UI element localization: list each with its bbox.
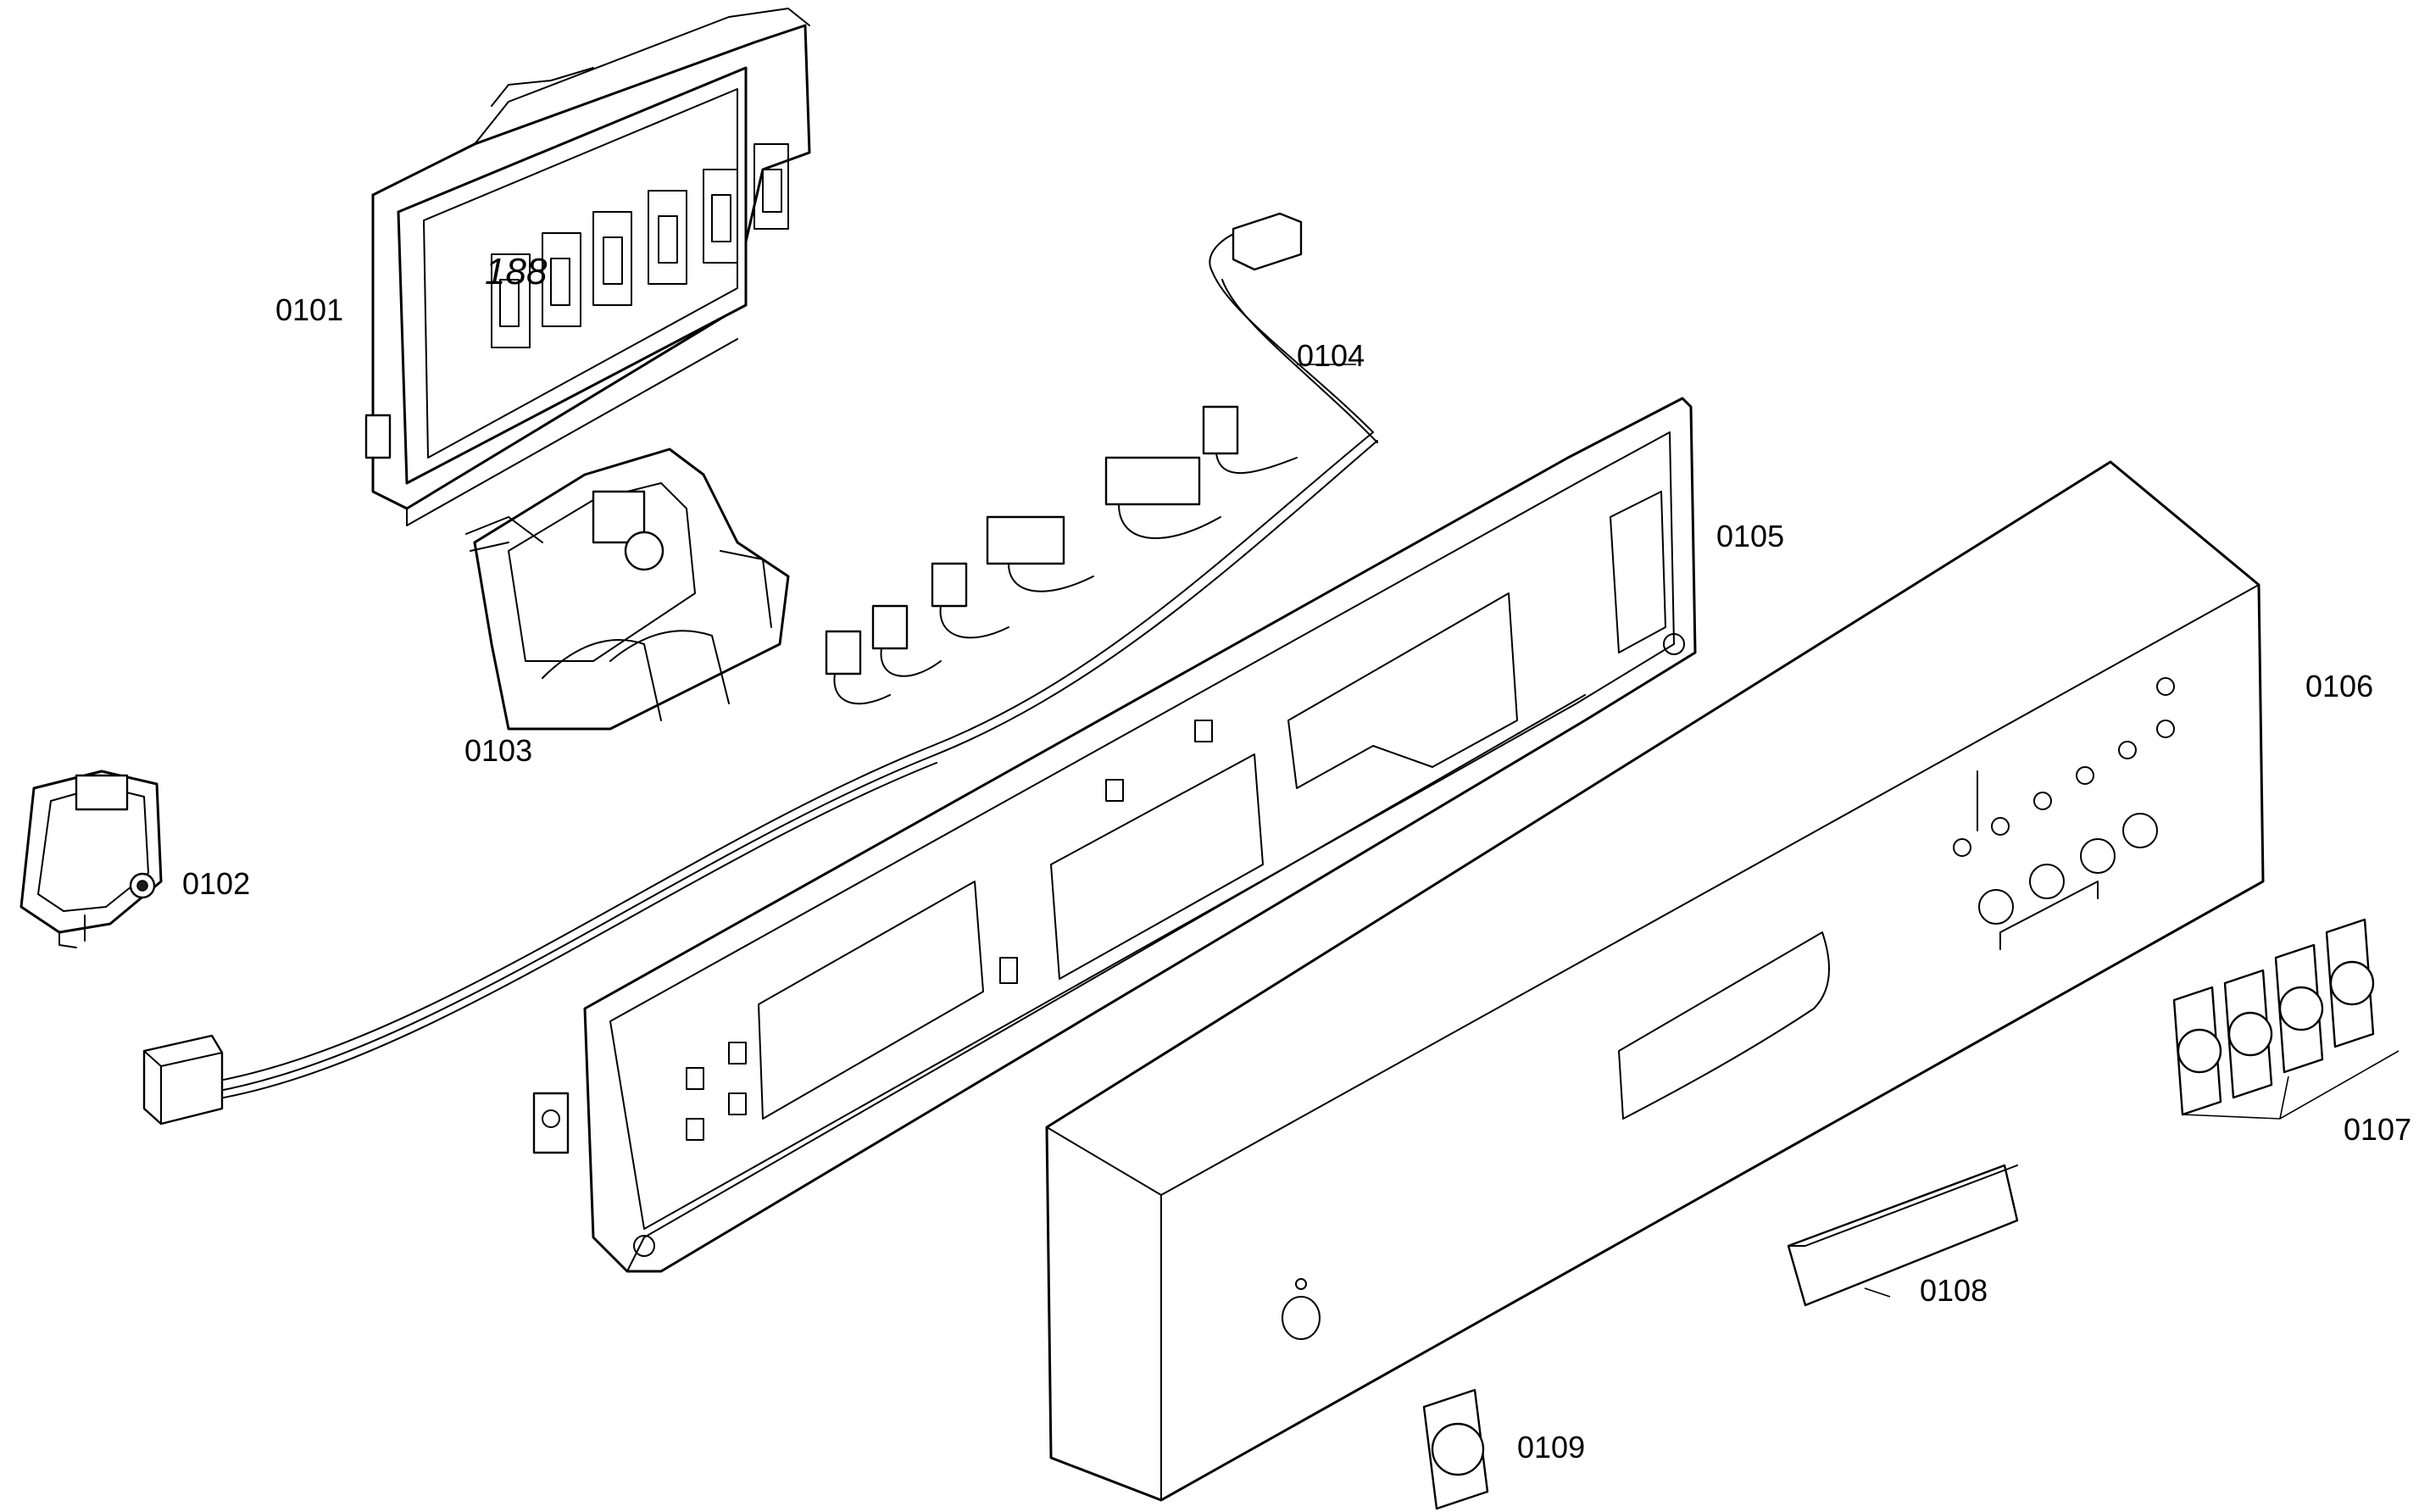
part-0105-panel-frame xyxy=(532,397,1697,1273)
part-0107-knob-buttons xyxy=(2172,918,2399,1120)
part-0106-fascia xyxy=(1045,460,2265,1502)
callout-0109: 0109 xyxy=(1517,1430,1585,1465)
callout-0103: 0103 xyxy=(464,733,532,768)
callout-0106: 0106 xyxy=(2305,669,2373,703)
callout-0107: 0107 xyxy=(2344,1112,2411,1147)
callout-0105: 0105 xyxy=(1716,519,1784,553)
callout-0102: 0102 xyxy=(182,866,250,901)
part-0104-wiring-harness xyxy=(142,212,1378,1126)
callout-0104: 0104 xyxy=(1297,338,1365,373)
part-0101-control-module: 188 xyxy=(364,8,811,526)
callout-labels: 0101 0102 0103 0104 0105 0106 0107 0108 … xyxy=(182,292,2411,1465)
part-0109-start-button xyxy=(1422,1388,1489,1510)
svg-text:188: 188 xyxy=(485,251,548,292)
leader-lines xyxy=(1297,364,1891,1298)
callout-0108: 0108 xyxy=(1920,1273,1988,1308)
part-0103-dispenser-mechanism xyxy=(465,447,790,731)
part-0108-trim-strip xyxy=(1787,1164,2019,1307)
callout-0101: 0101 xyxy=(275,292,343,327)
part-0102-switch xyxy=(19,770,163,948)
